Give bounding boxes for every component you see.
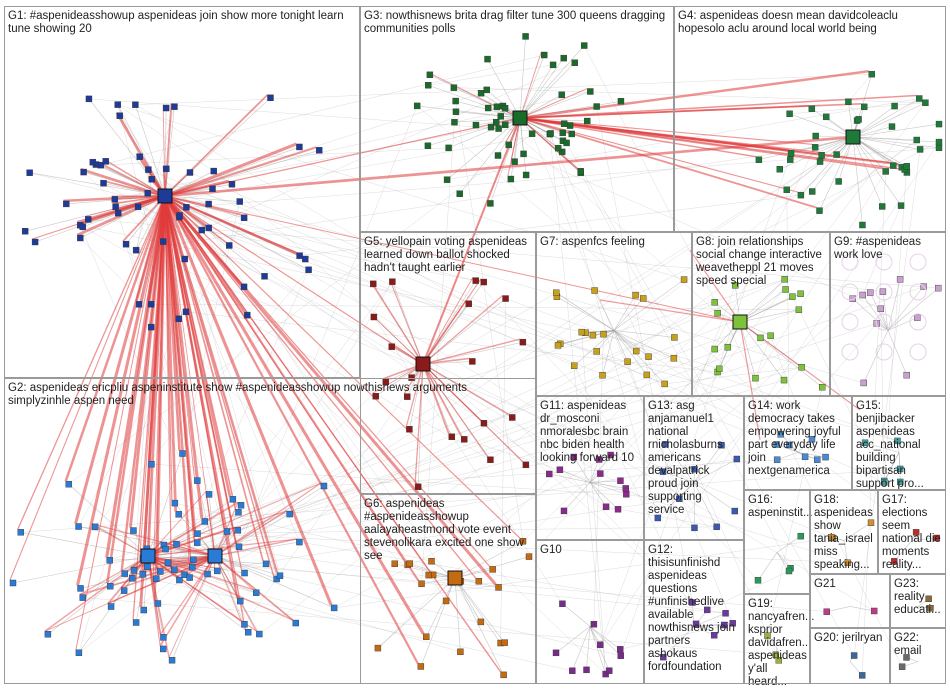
group-box-g4 [674, 6, 946, 232]
group-box-g14 [744, 396, 852, 490]
group-box-g8 [692, 232, 830, 396]
group-box-g1 [4, 6, 360, 378]
group-box-g13 [644, 396, 744, 540]
group-box-g17 [878, 490, 946, 574]
group-box-g5 [360, 232, 536, 494]
group-box-g23 [890, 574, 946, 628]
group-box-g18 [810, 490, 878, 574]
group-box-g6 [360, 494, 536, 684]
group-box-g16 [744, 490, 810, 594]
group-box-g3 [360, 6, 674, 232]
group-box-g15 [852, 396, 946, 490]
group-box-g21 [810, 574, 890, 628]
group-box-g9 [830, 232, 946, 396]
group-box-g12 [644, 540, 744, 684]
group-box-g7 [536, 232, 692, 396]
group-box-g11 [536, 396, 644, 540]
group-box-g20 [810, 628, 890, 684]
group-box-g22 [890, 628, 946, 684]
group-box-g10 [536, 540, 644, 684]
group-box-g19 [744, 594, 810, 684]
